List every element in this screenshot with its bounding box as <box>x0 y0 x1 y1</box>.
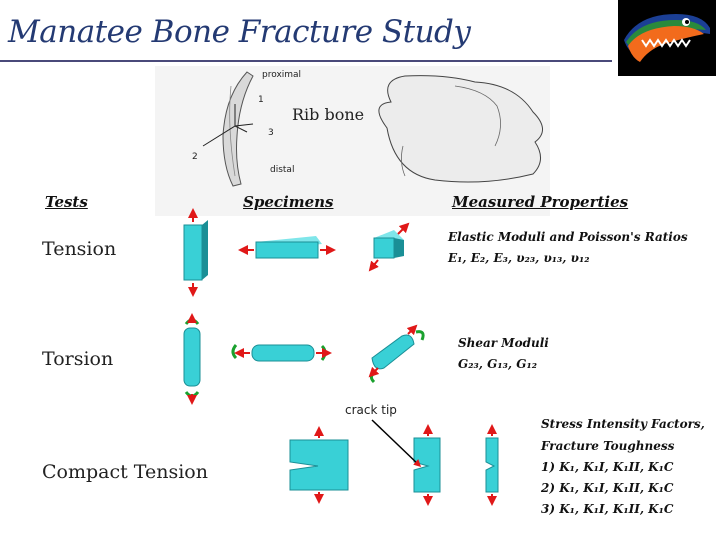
torsion-specimen-3 <box>368 324 425 384</box>
ct-property-line-2: Fracture Toughness <box>541 439 675 453</box>
ct-property-line-5: 3) K₁, K₁I, K₁II, K₁C <box>541 502 674 516</box>
tension-specimen-3 <box>368 222 410 272</box>
ct-property-line-3: 1) K₁, K₁I, K₁II, K₁C <box>541 460 674 474</box>
tension-property-values: E₁, E₂, E₃, υ₂₃, υ₁₃, υ₁₂ <box>448 251 590 265</box>
test-name-compact-tension: Compact Tension <box>42 461 208 483</box>
test-name-tension: Tension <box>42 238 117 260</box>
crack-tip-label: crack tip <box>345 403 397 417</box>
rib-figure-panel <box>155 66 550 216</box>
specimens-header: Specimens <box>243 193 334 211</box>
title-underline <box>0 60 612 62</box>
axis-1-label: 1 <box>258 95 264 105</box>
tension-specimen-2 <box>238 236 336 259</box>
test-name-torsion: Torsion <box>42 348 114 370</box>
rib-and-manatee-image <box>202 71 543 187</box>
gator-logo-image <box>618 0 716 76</box>
page-title: Manatee Bone Fracture Study <box>8 14 471 50</box>
properties-header: Measured Properties <box>452 193 629 211</box>
proximal-label: proximal <box>262 70 302 80</box>
tests-header: Tests <box>45 193 88 211</box>
torsion-specimen-1 <box>183 313 201 405</box>
tension-specimen-1 <box>183 208 208 297</box>
gator-logo <box>618 0 716 76</box>
torsion-specimen-2 <box>231 344 332 362</box>
tension-property-title: Elastic Moduli and Poisson's Ratios <box>448 230 688 244</box>
ct-property-line-1: Stress Intensity Factors, <box>541 417 705 431</box>
distal-label: distal <box>270 165 295 175</box>
ct-property-line-4: 2) K₁, K₁I, K₁II, K₁C <box>541 481 674 495</box>
compact-tension-specimen-1 <box>289 426 349 504</box>
compact-tension-specimen-2 <box>371 419 441 506</box>
rib-bone-label: Rib bone <box>292 105 365 124</box>
axis-3-label: 3 <box>268 128 274 138</box>
torsion-property-values: G₂₃, G₁₃, G₁₂ <box>458 357 537 371</box>
axis-2-label: 2 <box>192 152 198 162</box>
compact-tension-specimen-3 <box>485 424 499 506</box>
torsion-property-title: Shear Moduli <box>458 336 549 350</box>
